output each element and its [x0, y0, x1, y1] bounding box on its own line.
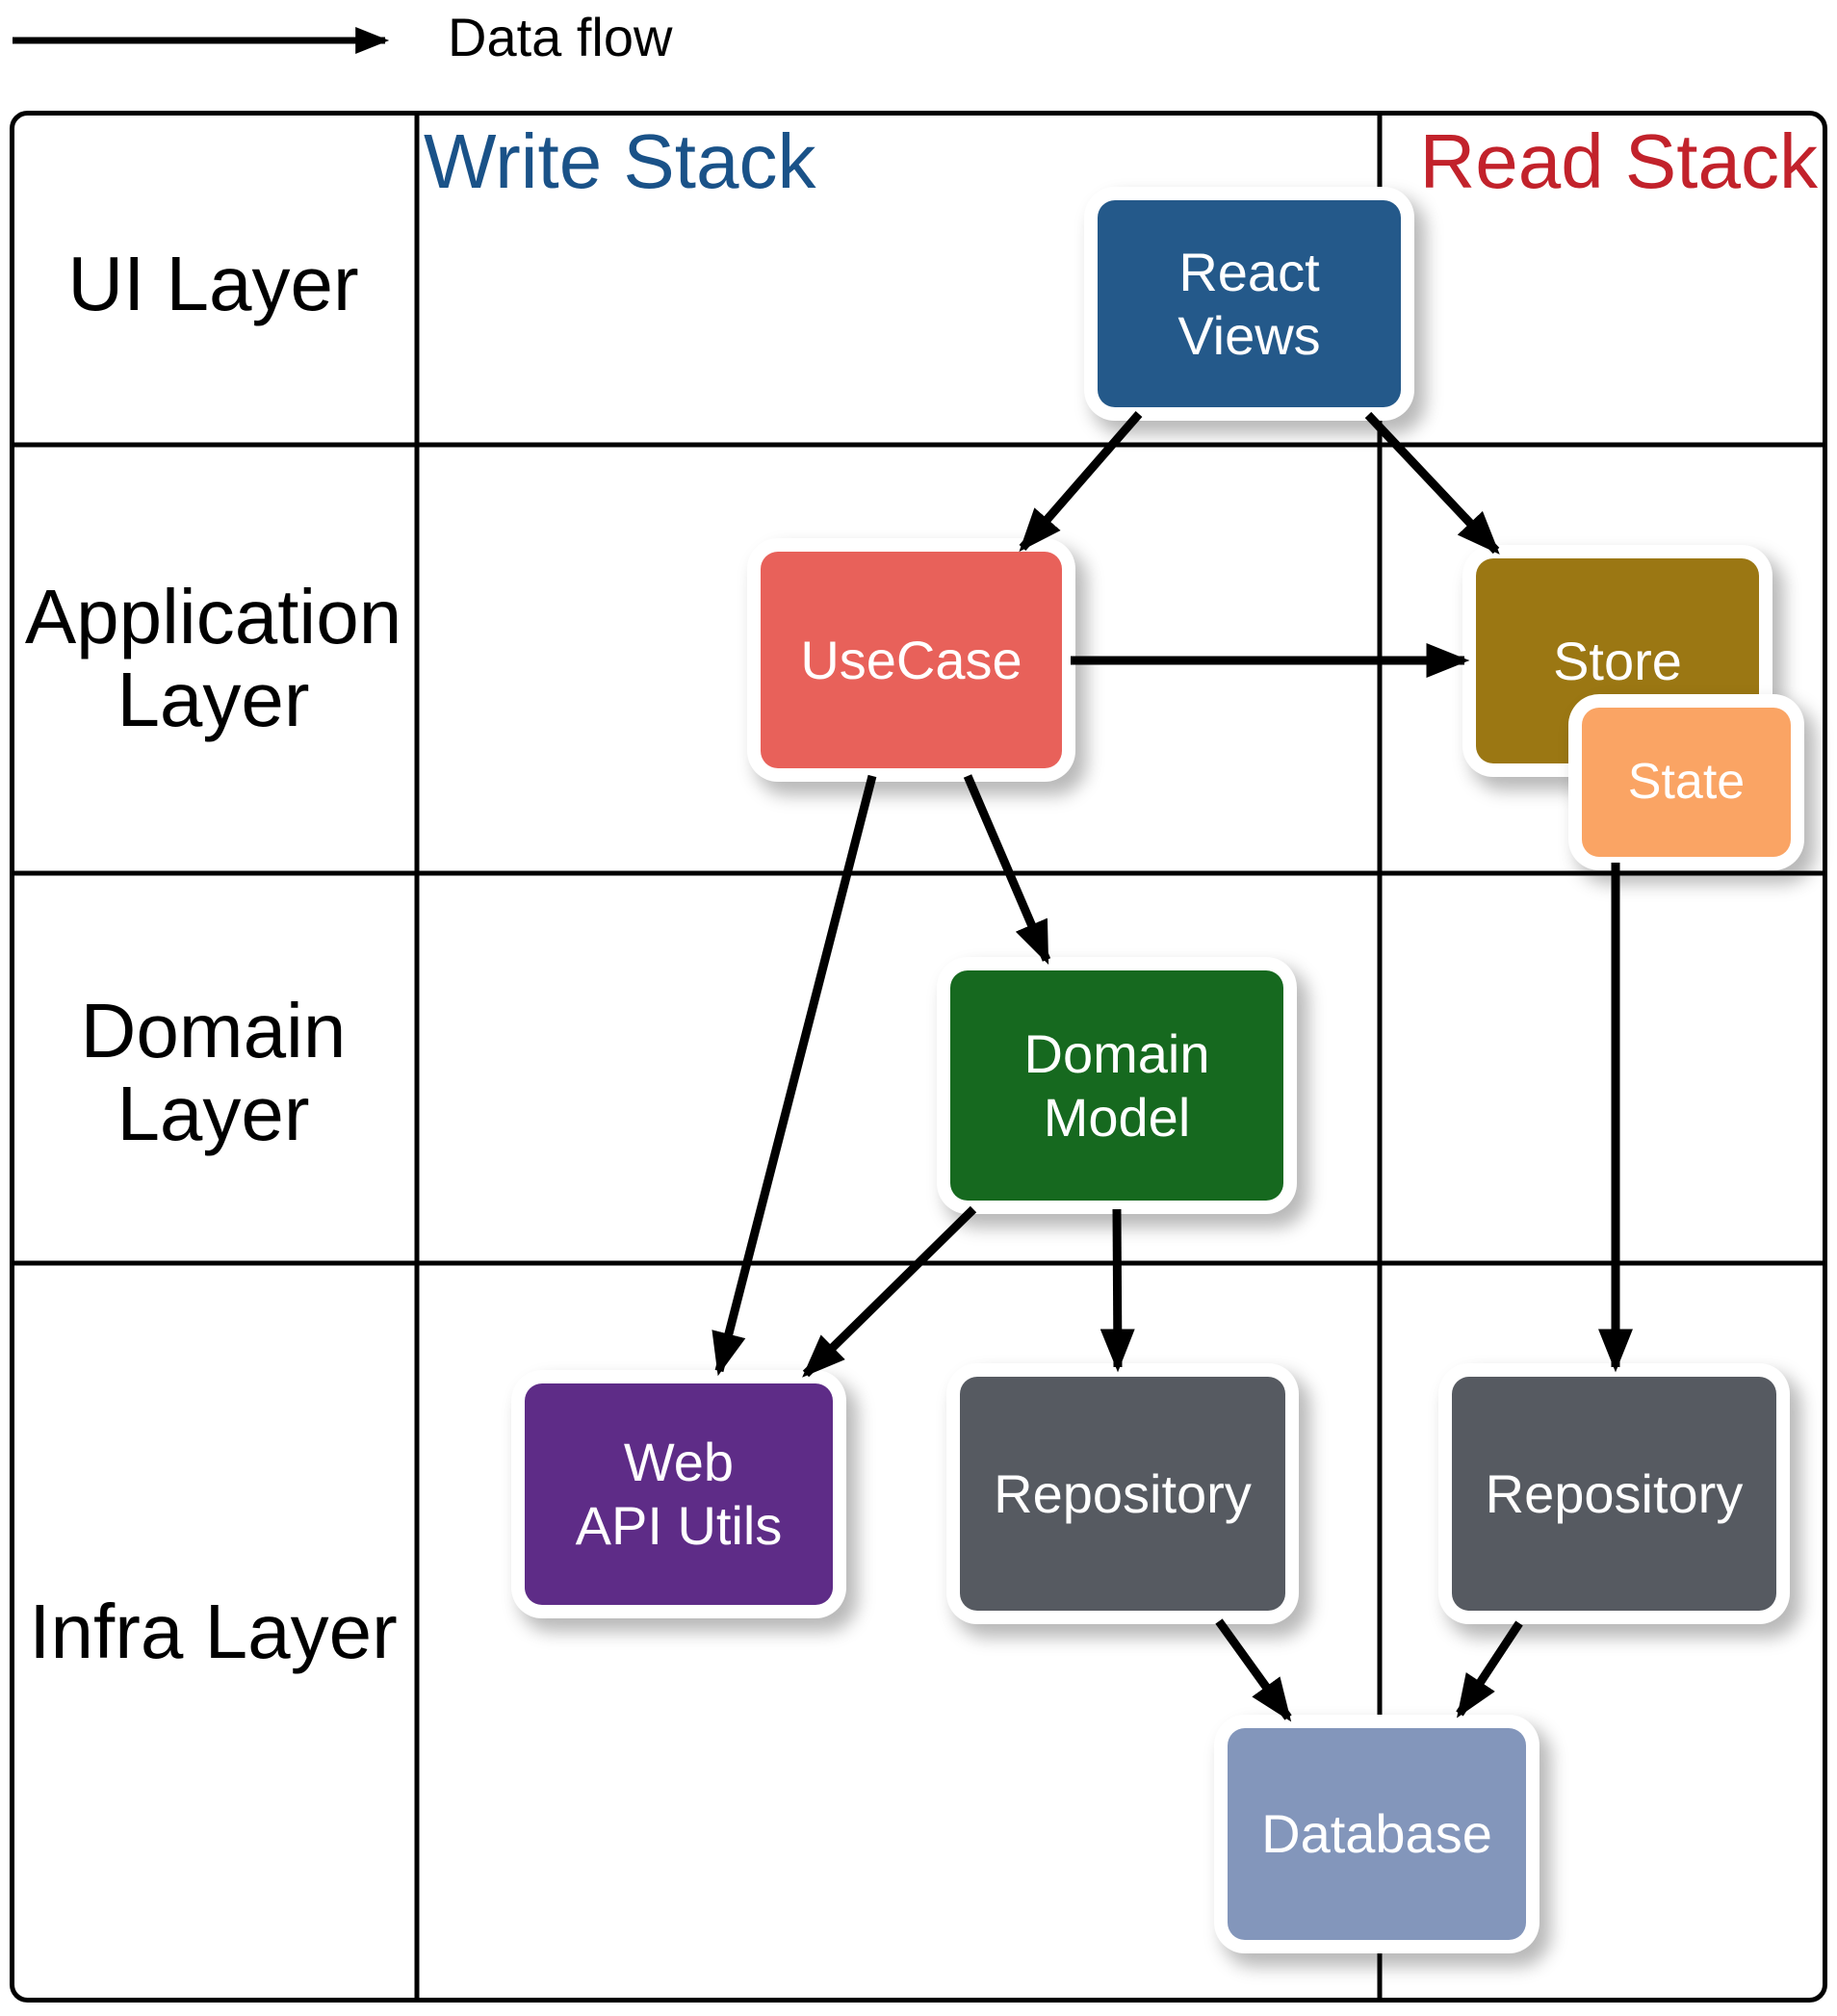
- node-domain-model: Domain Model: [950, 970, 1283, 1201]
- node-web-api-utils: Web API Utils: [525, 1383, 833, 1605]
- node-state: State: [1582, 708, 1791, 857]
- node-repository-read: Repository: [1452, 1377, 1776, 1611]
- node-usecase: UseCase: [761, 552, 1062, 768]
- column-header-write-stack: Write Stack: [424, 118, 816, 204]
- node-react-views: React Views: [1098, 200, 1401, 407]
- node-repository-write: Repository: [960, 1377, 1285, 1611]
- row-label-application-layer: Application Layer: [24, 574, 402, 743]
- legend-data-flow-label: Data flow: [448, 7, 673, 67]
- node-database: Database: [1228, 1728, 1526, 1940]
- row-label-ui-layer: UI Layer: [67, 241, 359, 326]
- column-header-read-stack: Read Stack: [1419, 118, 1818, 204]
- row-label-domain-layer: Domain Layer: [80, 988, 347, 1157]
- grid-outer-border: [10, 111, 1827, 2003]
- row-label-infra-layer: Infra Layer: [29, 1589, 398, 1674]
